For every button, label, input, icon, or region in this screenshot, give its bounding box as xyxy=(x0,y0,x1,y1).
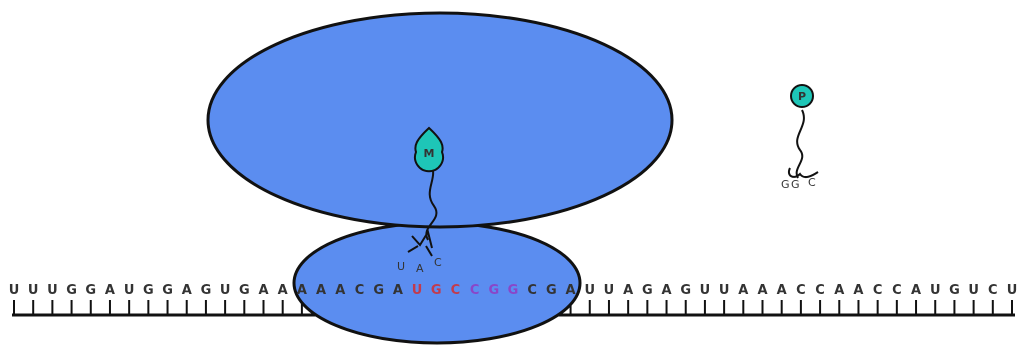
mrna-base: G xyxy=(642,283,653,298)
mrna-base: U xyxy=(968,283,979,298)
mrna-base: U xyxy=(220,283,231,298)
mrna-base: A xyxy=(738,283,748,298)
mrna-base: A xyxy=(258,283,268,298)
mrna-base: A xyxy=(662,283,672,298)
mrna-base: C xyxy=(470,283,480,298)
mrna-base: U xyxy=(47,283,58,298)
mrna-base: C xyxy=(451,283,461,298)
mrna-base: G xyxy=(546,283,557,298)
mrna-base: A xyxy=(182,283,192,298)
mrna-base: A xyxy=(297,283,307,298)
trna-bound-anticodon-2: A xyxy=(416,262,424,275)
mrna-base: G xyxy=(85,283,96,298)
mrna-base: G xyxy=(488,283,499,298)
mrna-base: C xyxy=(527,283,537,298)
mrna-base: U xyxy=(604,283,615,298)
mrna-base: C xyxy=(892,283,902,298)
trna-free-anticodon-3: C xyxy=(808,176,816,189)
mrna-base: U xyxy=(9,283,20,298)
mrna-base: A xyxy=(105,283,115,298)
trna-free-body xyxy=(797,110,804,178)
mrna-base: A xyxy=(316,283,326,298)
mrna-base: A xyxy=(335,283,345,298)
mrna-base: A xyxy=(853,283,863,298)
mrna-base: A xyxy=(278,283,288,298)
mrna-base: A xyxy=(834,283,844,298)
mrna-base: A xyxy=(911,283,921,298)
mrna-base: G xyxy=(66,283,77,298)
mrna-base: G xyxy=(201,283,212,298)
mrna-base: U xyxy=(412,283,423,298)
trna-free-anticodon-1: G xyxy=(781,178,790,191)
mrna-base: A xyxy=(757,283,767,298)
mrna-base: G xyxy=(508,283,519,298)
mrna-base: A xyxy=(393,283,403,298)
mrna-base: A xyxy=(623,283,633,298)
mrna-base: U xyxy=(584,283,595,298)
mrna-base: U xyxy=(1007,283,1018,298)
mrna-base: U xyxy=(28,283,39,298)
mrna-base: C xyxy=(988,283,998,298)
mrna-base: U xyxy=(719,283,730,298)
amino-acid-met-label: M xyxy=(424,147,435,160)
mrna-base: C xyxy=(873,283,883,298)
mrna-base: G xyxy=(143,283,154,298)
amino-acid-pro-label: P xyxy=(798,90,806,103)
mrna-base: A xyxy=(777,283,787,298)
trna-free-anticodon-2: G xyxy=(791,178,800,191)
ribosome-large-subunit xyxy=(208,13,672,227)
mrna-base: G xyxy=(239,283,250,298)
mrna-base: U xyxy=(700,283,711,298)
mrna-base: G xyxy=(680,283,691,298)
mrna-base: G xyxy=(373,283,384,298)
mrna-base: U xyxy=(930,283,941,298)
mrna-base: G xyxy=(162,283,173,298)
trna-bound-anticodon-1: U xyxy=(397,260,405,273)
mrna-base: U xyxy=(124,283,135,298)
trna-free: P G G C xyxy=(781,85,818,191)
trna-bound-anticodon-3: C xyxy=(434,256,442,269)
mrna-base: A xyxy=(566,283,576,298)
mrna-base: G xyxy=(949,283,960,298)
mrna-base: C xyxy=(355,283,365,298)
mrna-base: C xyxy=(815,283,825,298)
mrna-base: C xyxy=(796,283,806,298)
mrna-base: G xyxy=(431,283,442,298)
